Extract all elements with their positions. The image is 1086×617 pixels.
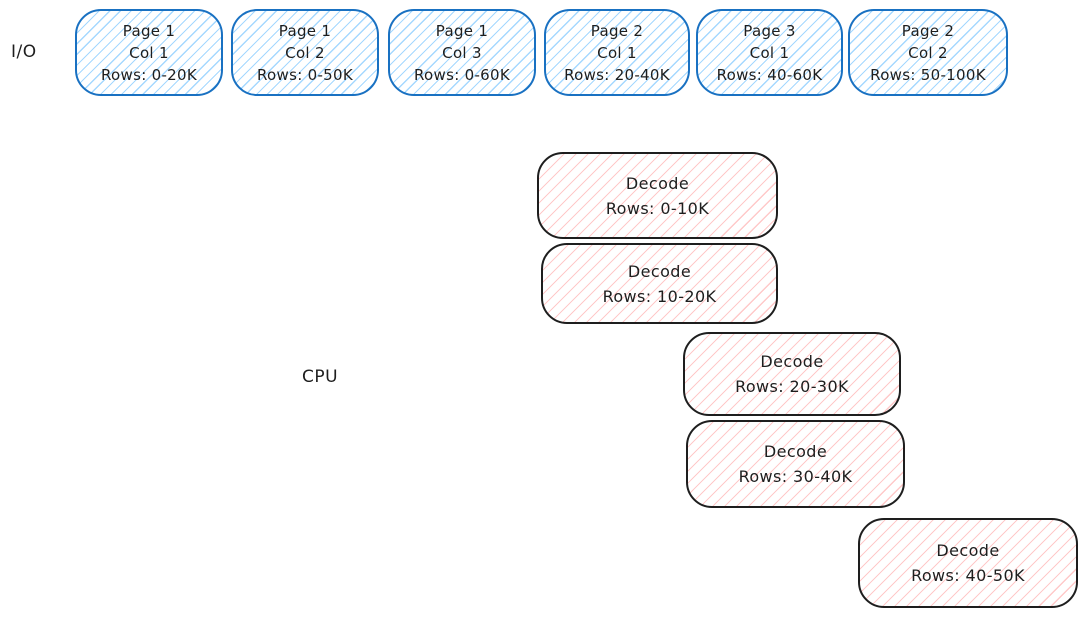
io-box-page: Page 1 bbox=[435, 21, 489, 40]
io-box-2: Page 1 Col 2 Rows: 0-50K bbox=[231, 9, 379, 96]
decode-box-rows: Rows: 40-50K bbox=[911, 566, 1025, 585]
io-box-rows: Rows: 40-60K bbox=[716, 65, 823, 84]
io-box-rows: Rows: 0-20K bbox=[100, 65, 197, 84]
io-box-page: Page 2 bbox=[590, 21, 644, 40]
decode-box-title: Decode bbox=[760, 352, 824, 371]
decode-box-2: Decode Rows: 10-20K bbox=[541, 243, 778, 324]
decode-box-rows: Rows: 30-40K bbox=[738, 467, 853, 486]
decode-box-title: Decode bbox=[625, 173, 690, 193]
io-box-col: Col 1 bbox=[749, 43, 790, 62]
io-box-page: Page 1 bbox=[122, 21, 176, 40]
cpu-lane-label: CPU bbox=[302, 367, 339, 387]
io-box-5: Page 3 Col 1 Rows: 40-60K bbox=[696, 9, 843, 96]
io-box-col: Col 2 bbox=[285, 43, 325, 62]
io-box-3: Page 1 Col 3 Rows: 0-60K bbox=[388, 9, 536, 96]
io-box-6: Page 2 Col 2 Rows: 50-100K bbox=[848, 9, 1008, 96]
io-box-page: Page 2 bbox=[901, 21, 955, 40]
decode-box-4: Decode Rows: 30-40K bbox=[686, 420, 905, 508]
io-box-rows: Rows: 50-100K bbox=[870, 65, 986, 84]
decode-box-title: Decode bbox=[627, 261, 692, 281]
decode-box-1: Decode Rows: 0-10K bbox=[537, 152, 778, 239]
io-lane-label: I/O bbox=[11, 42, 37, 62]
io-box-col: Col 3 bbox=[442, 43, 482, 62]
decode-box-5: Decode Rows: 40-50K bbox=[858, 518, 1078, 608]
io-box-rows: Rows: 0-50K bbox=[256, 65, 353, 84]
decode-box-rows: Rows: 20-30K bbox=[735, 377, 849, 396]
decode-box-title: Decode bbox=[936, 541, 1000, 560]
io-box-col: Col 2 bbox=[908, 43, 948, 62]
decode-box-title: Decode bbox=[763, 442, 828, 461]
io-box-4: Page 2 Col 1 Rows: 20-40K bbox=[544, 9, 690, 96]
io-box-1: Page 1 Col 1 Rows: 0-20K bbox=[75, 9, 223, 96]
decode-box-rows: Rows: 10-20K bbox=[602, 286, 717, 306]
io-box-page: Page 3 bbox=[743, 21, 796, 40]
io-box-page: Page 1 bbox=[278, 21, 332, 40]
io-box-rows: Rows: 20-40K bbox=[564, 65, 670, 84]
decode-box-rows: Rows: 0-10K bbox=[605, 198, 710, 218]
io-box-col: Col 1 bbox=[597, 43, 637, 62]
io-box-col: Col 1 bbox=[129, 43, 169, 62]
io-box-rows: Rows: 0-60K bbox=[413, 65, 510, 84]
decode-box-3: Decode Rows: 20-30K bbox=[683, 332, 901, 416]
